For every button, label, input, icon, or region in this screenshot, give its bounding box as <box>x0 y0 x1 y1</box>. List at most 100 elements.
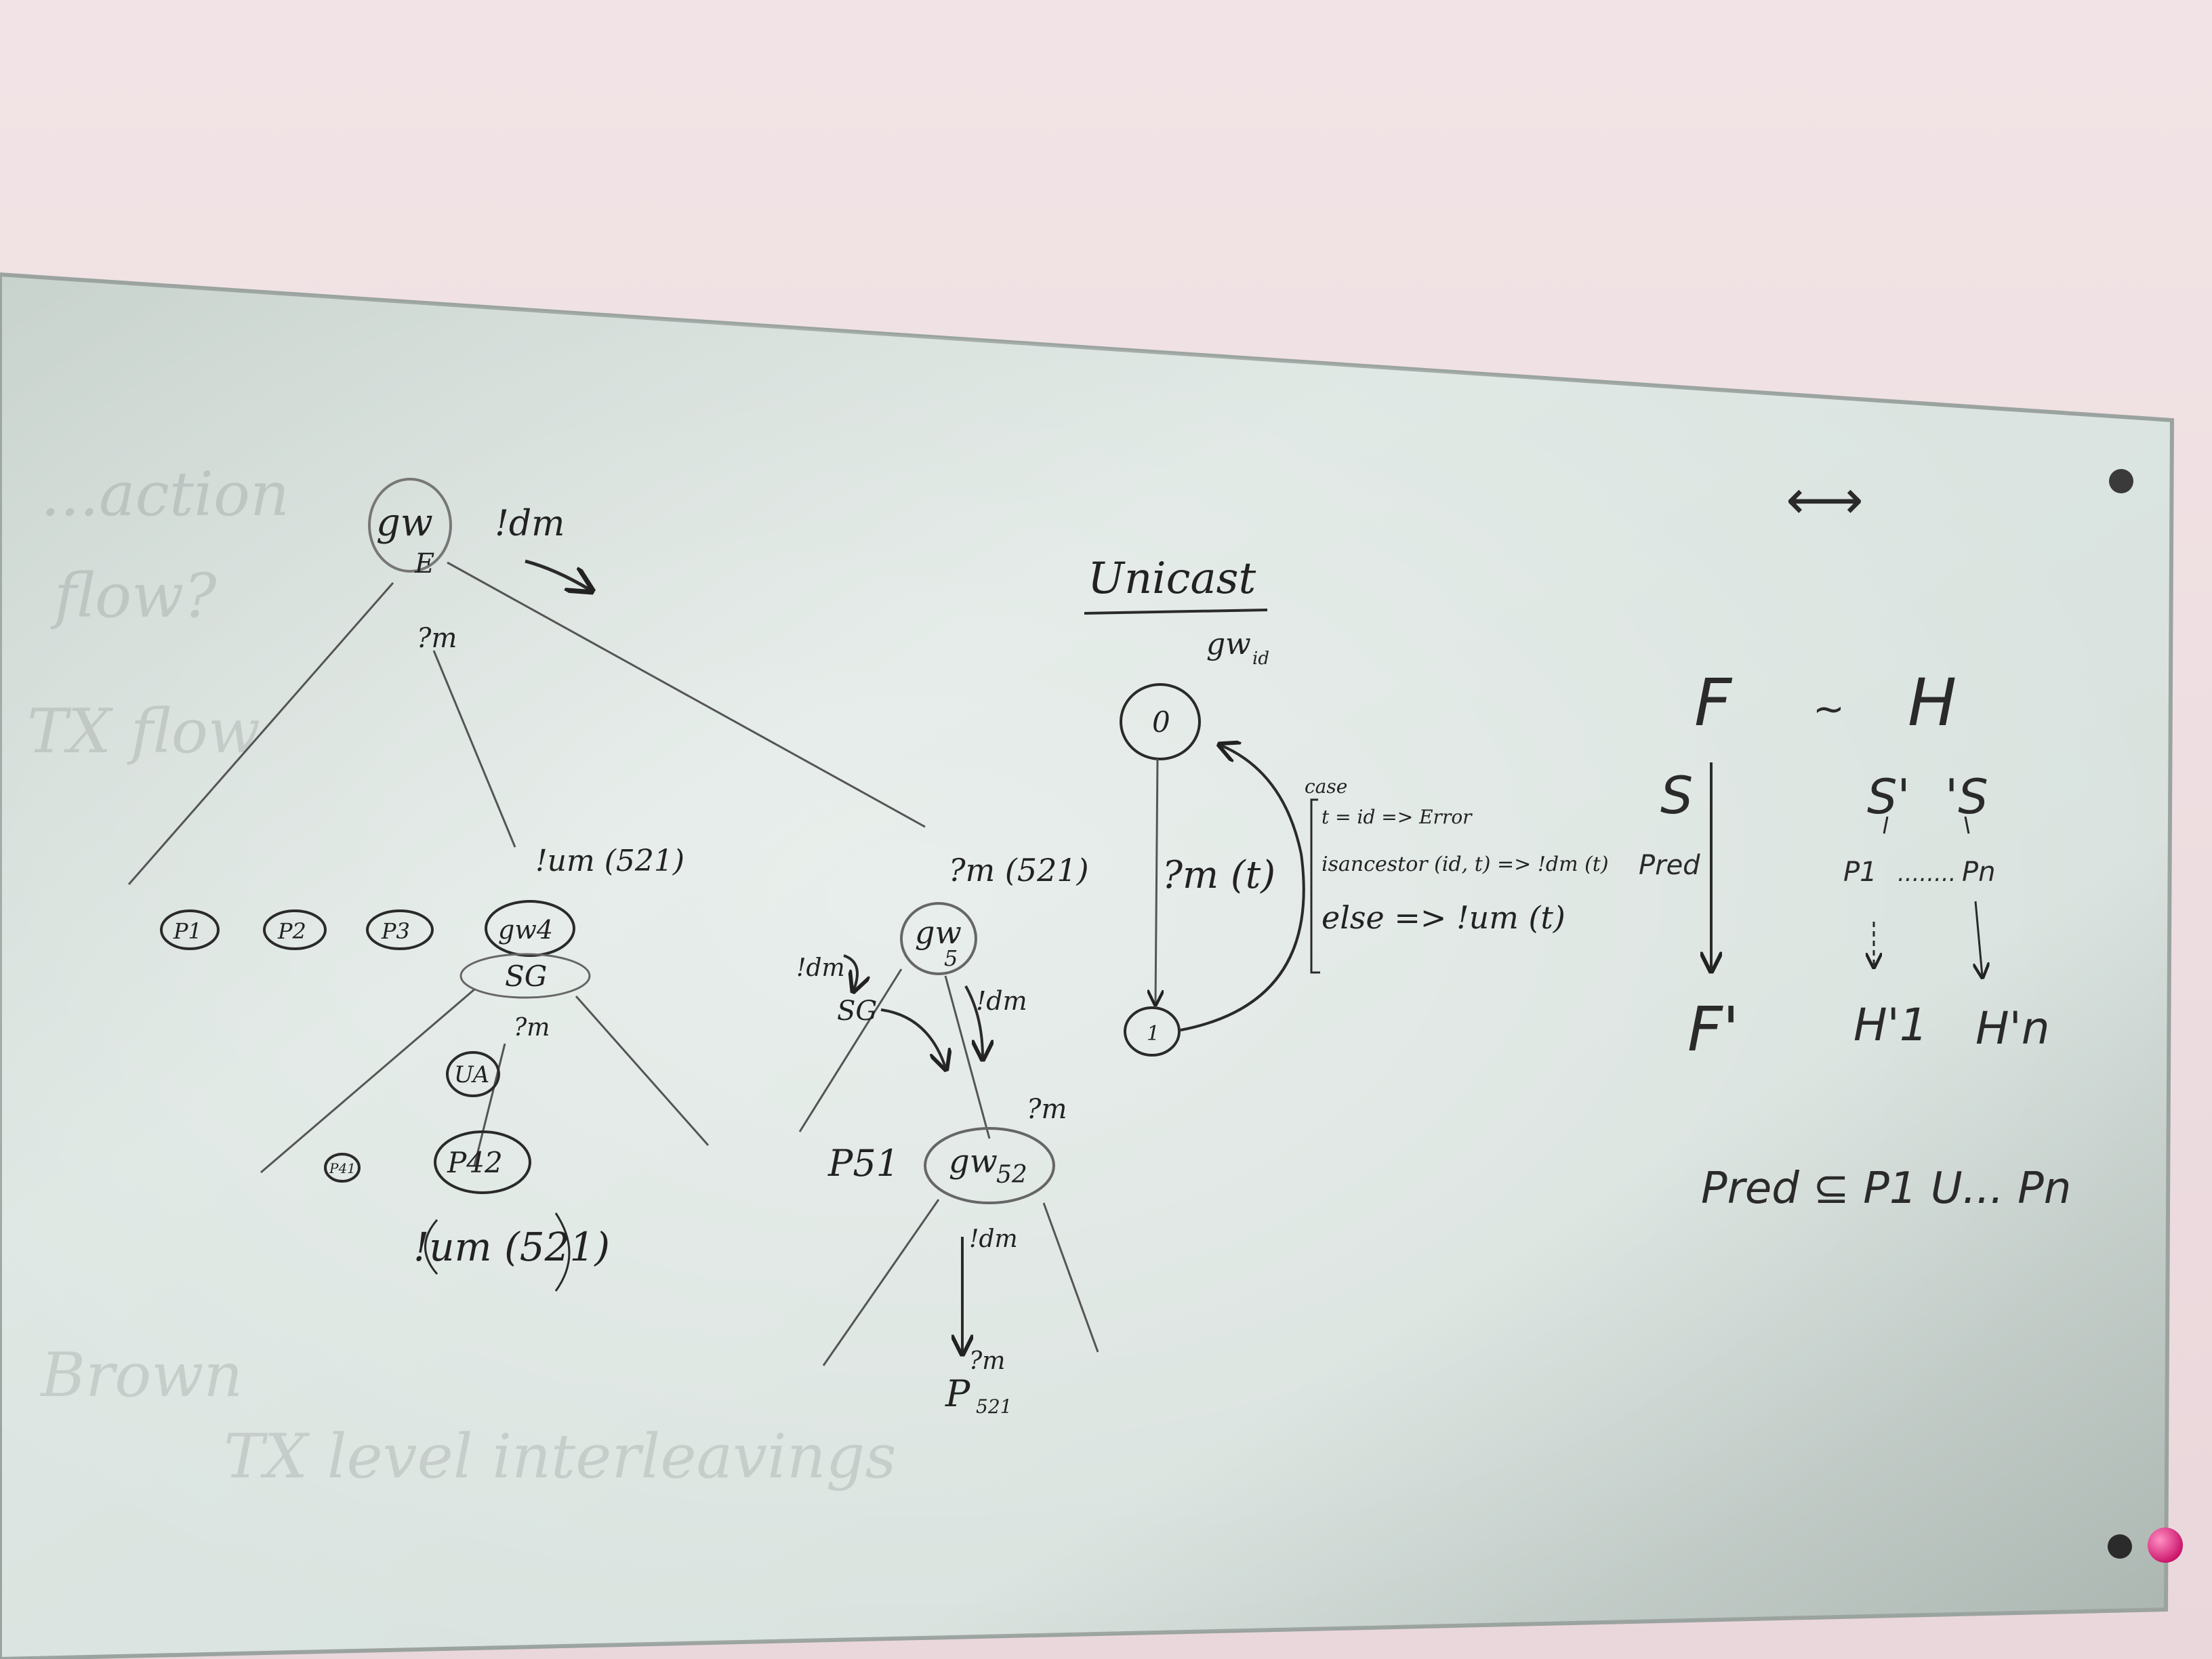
transition-label: ?m (t) <box>1162 853 1275 897</box>
transition-0-1 <box>1155 758 1158 1003</box>
leaf-p2-label: P2 <box>277 918 306 944</box>
ghost-line-1: ...action <box>41 459 289 530</box>
middle-tree <box>798 902 1099 1366</box>
down-msg-label: !dm <box>969 1225 1018 1253</box>
query-right-label: ?m <box>1027 1094 1067 1125</box>
tick-s-prime <box>1883 816 1889 834</box>
paren-left <box>424 1219 438 1275</box>
state-0-circle <box>1120 683 1201 760</box>
case-label: case <box>1305 775 1347 798</box>
gw5-sub: 5 <box>944 945 958 971</box>
gw4-circle <box>485 900 575 957</box>
pink-pushpin <box>2148 1528 2183 1563</box>
edge-gw52-left <box>822 1199 940 1366</box>
magnet-bottom-right <box>2108 1534 2132 1559</box>
gw52-label: gw <box>949 1143 998 1181</box>
root-node-label: gw <box>376 501 433 545</box>
erased-notes: ...action flow? TX flow TX level interle… <box>27 459 897 1492</box>
case-bracket <box>1310 798 1320 974</box>
hn-label: H'n <box>1975 1002 2050 1054</box>
sg-label-mid: SG <box>837 996 877 1027</box>
left-tree <box>127 478 926 1292</box>
middle-tree-labels: ?m (521) gw 5 !dm SG !dm P51 gw 52 ?m !d… <box>796 852 1089 1418</box>
edge-root-p1 <box>127 582 394 885</box>
left-dm-arrow <box>843 954 857 989</box>
dm-arrow <box>525 559 590 590</box>
edge-gw52-right <box>1042 1202 1099 1353</box>
unicast-gw-label: gw <box>1206 627 1251 661</box>
bottom-leaf-sub: 521 <box>976 1395 1012 1418</box>
unicast-labels: Unicast gw id 0 1 ?m (t) case t = id => … <box>1088 554 1609 1046</box>
dots-label: ........ <box>1898 860 1956 887</box>
leaf-p1-circle <box>160 909 220 950</box>
leaf-p51-label: P51 <box>827 1142 899 1185</box>
bottom-msg-label: !um (521) <box>413 1224 610 1270</box>
edge-sg-left <box>260 988 475 1174</box>
f-prime-label: F' <box>1687 994 1740 1065</box>
ghost-line-2: flow? <box>50 560 217 632</box>
p1-label: P1 <box>1843 857 1877 888</box>
left-tree-labels: gw E !dm ?m !um (521) P1 P2 P3 gw4 SG ?m… <box>173 501 684 1270</box>
state-1-circle <box>1124 1006 1181 1057</box>
edge-sg-right <box>575 996 710 1146</box>
right-dm-arrow <box>964 985 983 1057</box>
state-0-label: 0 <box>1152 705 1170 739</box>
s-right-label: 'S <box>1945 769 1988 825</box>
unicast-diagram <box>1084 609 1320 1057</box>
p42-label: P42 <box>447 1146 503 1179</box>
leaf-p1-label: P1 <box>173 918 202 944</box>
top-msg-label: ?m (521) <box>949 852 1089 888</box>
leaf-small-label: P41 <box>329 1160 356 1176</box>
root-edge-label: !dm <box>495 504 565 544</box>
unicast-underline <box>1084 609 1268 615</box>
edge-root-right <box>447 561 926 828</box>
tilde-label: ~ <box>1813 687 1845 731</box>
leaf-small-circle <box>324 1153 361 1183</box>
ua-circle <box>446 1051 500 1097</box>
gw5-circle <box>900 902 977 975</box>
transition-1-0 <box>1180 745 1305 1031</box>
right-diagram <box>1711 762 1982 976</box>
gw5-label: gw <box>915 914 962 951</box>
arrow-pn-hn <box>1975 901 1982 976</box>
unicast-title: Unicast <box>1088 554 1256 604</box>
left-msg-label: !dm <box>796 954 845 982</box>
query-sg-label: ?m <box>514 1014 550 1042</box>
h1-label: H'1 <box>1853 999 1928 1051</box>
edge-root-middle <box>432 650 516 848</box>
state-1-label: 1 <box>1147 1022 1160 1046</box>
unicast-gw-sub: id <box>1252 649 1269 669</box>
magnet-top-right <box>2109 469 2133 493</box>
f-label: F <box>1694 665 1733 741</box>
case-3: else => !um (t) <box>1322 899 1565 936</box>
ghost-line-3: TX flow <box>27 696 260 767</box>
query-top-label: ?m <box>417 623 457 654</box>
edge-gw5-right <box>944 975 991 1139</box>
leaf-p2-circle <box>263 909 327 950</box>
tick-s-right <box>1964 816 1970 834</box>
root-node-circle <box>368 478 452 573</box>
case-1: t = id => Error <box>1322 806 1473 828</box>
s-prime-label: S' <box>1867 769 1910 825</box>
paren-right <box>554 1212 571 1292</box>
query-mid-label: !um (521) <box>535 844 684 878</box>
sg-arrow <box>880 1008 945 1067</box>
right-diagram-labels: ⟷ F ~ H S Pred S' 'S P1 ........ Pn F' H… <box>1639 468 2071 1214</box>
ua-label: UA <box>454 1061 489 1088</box>
leaf-p3-circle <box>366 909 434 950</box>
h-label: H <box>1908 665 1957 741</box>
leaf-p3-label: P3 <box>381 918 410 944</box>
sg-circle <box>459 953 591 999</box>
ghost-line-4: TX level interleavings <box>224 1421 897 1492</box>
right-msg-label: !dm <box>976 986 1027 1016</box>
s-left-label: S <box>1660 765 1693 825</box>
sg-label: SG <box>505 960 547 993</box>
formula-label: Pred ⊆ P1 U... Pn <box>1701 1164 2071 1214</box>
p42-circle <box>434 1130 531 1194</box>
pred-label: Pred <box>1639 850 1700 881</box>
query-bottom-label: ?m <box>969 1347 1005 1375</box>
gw52-circle <box>924 1127 1055 1204</box>
board-glare <box>0 274 2172 1659</box>
case-2: isancestor (id, t) => !dm (t) <box>1322 853 1609 876</box>
